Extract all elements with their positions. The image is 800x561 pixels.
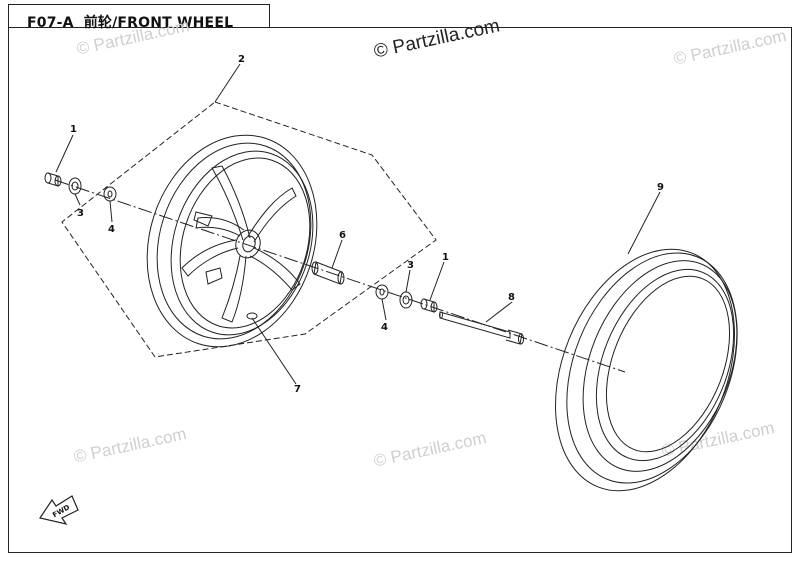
- spacer-washer-right: [375, 284, 389, 300]
- diagram-frame: [8, 27, 792, 553]
- callout-number: 4: [108, 224, 115, 235]
- callout-number: 1: [70, 124, 77, 135]
- oil-seal-left: [68, 177, 82, 195]
- spacer-washer-left: [103, 186, 117, 202]
- diagram-name: 前轮/FRONT WHEEL: [83, 15, 234, 31]
- callout-number: 9: [657, 182, 664, 193]
- page-title: F07-A 前轮/FRONT WHEEL: [27, 12, 243, 32]
- title-box: F07-A 前轮/FRONT WHEEL: [8, 4, 270, 31]
- diagram-code: F07-A: [27, 15, 74, 31]
- callout-number: 2: [238, 54, 245, 65]
- callout-number: 6: [339, 230, 346, 241]
- tire: [555, 248, 738, 492]
- bearing-right: [420, 298, 438, 313]
- leader-lines: [55, 63, 661, 385]
- assembly-outline: [61, 101, 437, 358]
- callout-labels: 1 2 3 4 6 3 1 4 8 9 7: [70, 54, 664, 395]
- wheel-rim: [146, 134, 318, 348]
- callout-number: 4: [381, 322, 388, 333]
- callout-number: 7: [294, 384, 301, 395]
- axle-centerline: [54, 179, 626, 373]
- callout-number: 8: [508, 292, 515, 303]
- inner-spacer-tube: [311, 261, 345, 285]
- callout-number: 3: [77, 208, 84, 219]
- fwd-arrow-icon: FWD: [39, 495, 79, 525]
- bearing-left: [44, 172, 62, 187]
- callout-number: 3: [407, 260, 414, 271]
- callout-number: 1: [442, 252, 449, 263]
- front-axle: [439, 311, 524, 345]
